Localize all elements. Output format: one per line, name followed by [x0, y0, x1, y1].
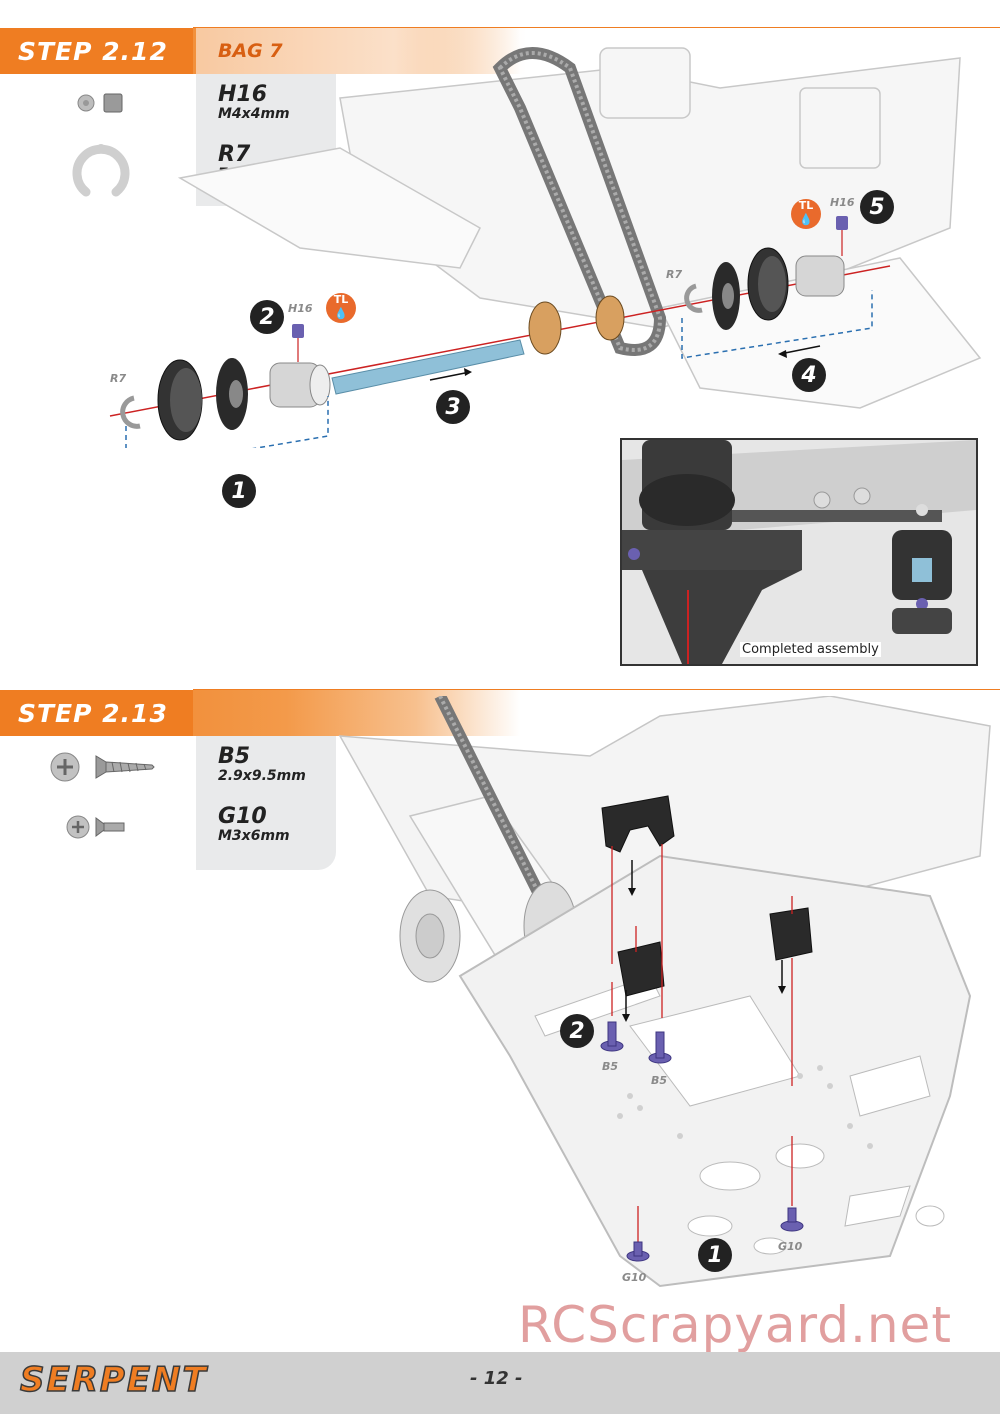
label-r7-left: R7: [110, 372, 127, 385]
watermark: RCScrapyard.net: [518, 1296, 952, 1354]
callout-2: 2: [250, 300, 284, 334]
part-size-b5: 2.9x9.5mm: [218, 768, 306, 784]
parts-box-2-13: B5 2.9x9.5mm G10 M3x6mm: [196, 736, 336, 870]
label-b5-a: B5: [602, 1060, 619, 1073]
callout-4: 4: [792, 358, 826, 392]
part-code-h16: H16: [218, 82, 268, 107]
part-size-g10: M3x6mm: [218, 828, 290, 844]
callout-2-2-13: 2: [560, 1014, 594, 1048]
bag-label: BAG 7: [196, 28, 526, 74]
callout-3: 3: [436, 390, 470, 424]
callout-5: 5: [860, 190, 894, 224]
part-code-g10: G10: [218, 804, 267, 829]
step-title-2-12: STEP 2.12: [0, 28, 193, 74]
screw-icon: [50, 752, 155, 782]
e-clip-icon: [72, 144, 130, 197]
part-code-b5: B5: [218, 744, 251, 769]
exploded-diagram-2-12: [109, 47, 982, 448]
label-r7-right: R7: [666, 268, 683, 281]
inset-caption: Completed assembly: [740, 642, 881, 657]
brand-logo: SERPENT: [19, 1359, 208, 1401]
header-rule: [193, 689, 1000, 690]
exploded-diagram-2-13: [338, 696, 991, 1288]
callout-1-2-13: 1: [698, 1238, 732, 1272]
label-b5-b: B5: [651, 1074, 668, 1087]
label-g10-a: G10: [778, 1240, 803, 1253]
label-g10-b: G10: [622, 1271, 647, 1284]
part-code-r7: R7: [218, 142, 251, 167]
threadlock-icon: TL💧: [326, 293, 356, 323]
part-size-h16: M4x4mm: [218, 106, 290, 122]
callout-1: 1: [222, 474, 256, 508]
label-h16-right: H16: [830, 196, 855, 209]
label-h16-left: H16: [288, 302, 313, 315]
countersunk-screw-icon: [66, 815, 125, 839]
page-number: - 12 -: [470, 1368, 523, 1389]
footer-bar: [0, 1352, 1000, 1414]
step-title-2-13: STEP 2.13: [0, 690, 193, 736]
completed-assembly-image: [622, 440, 976, 664]
nut-icon: [77, 93, 123, 113]
completed-assembly-inset: Completed assembly: [620, 438, 978, 666]
threadlock-icon: TL💧: [791, 199, 821, 229]
header-rule: [193, 27, 1000, 28]
